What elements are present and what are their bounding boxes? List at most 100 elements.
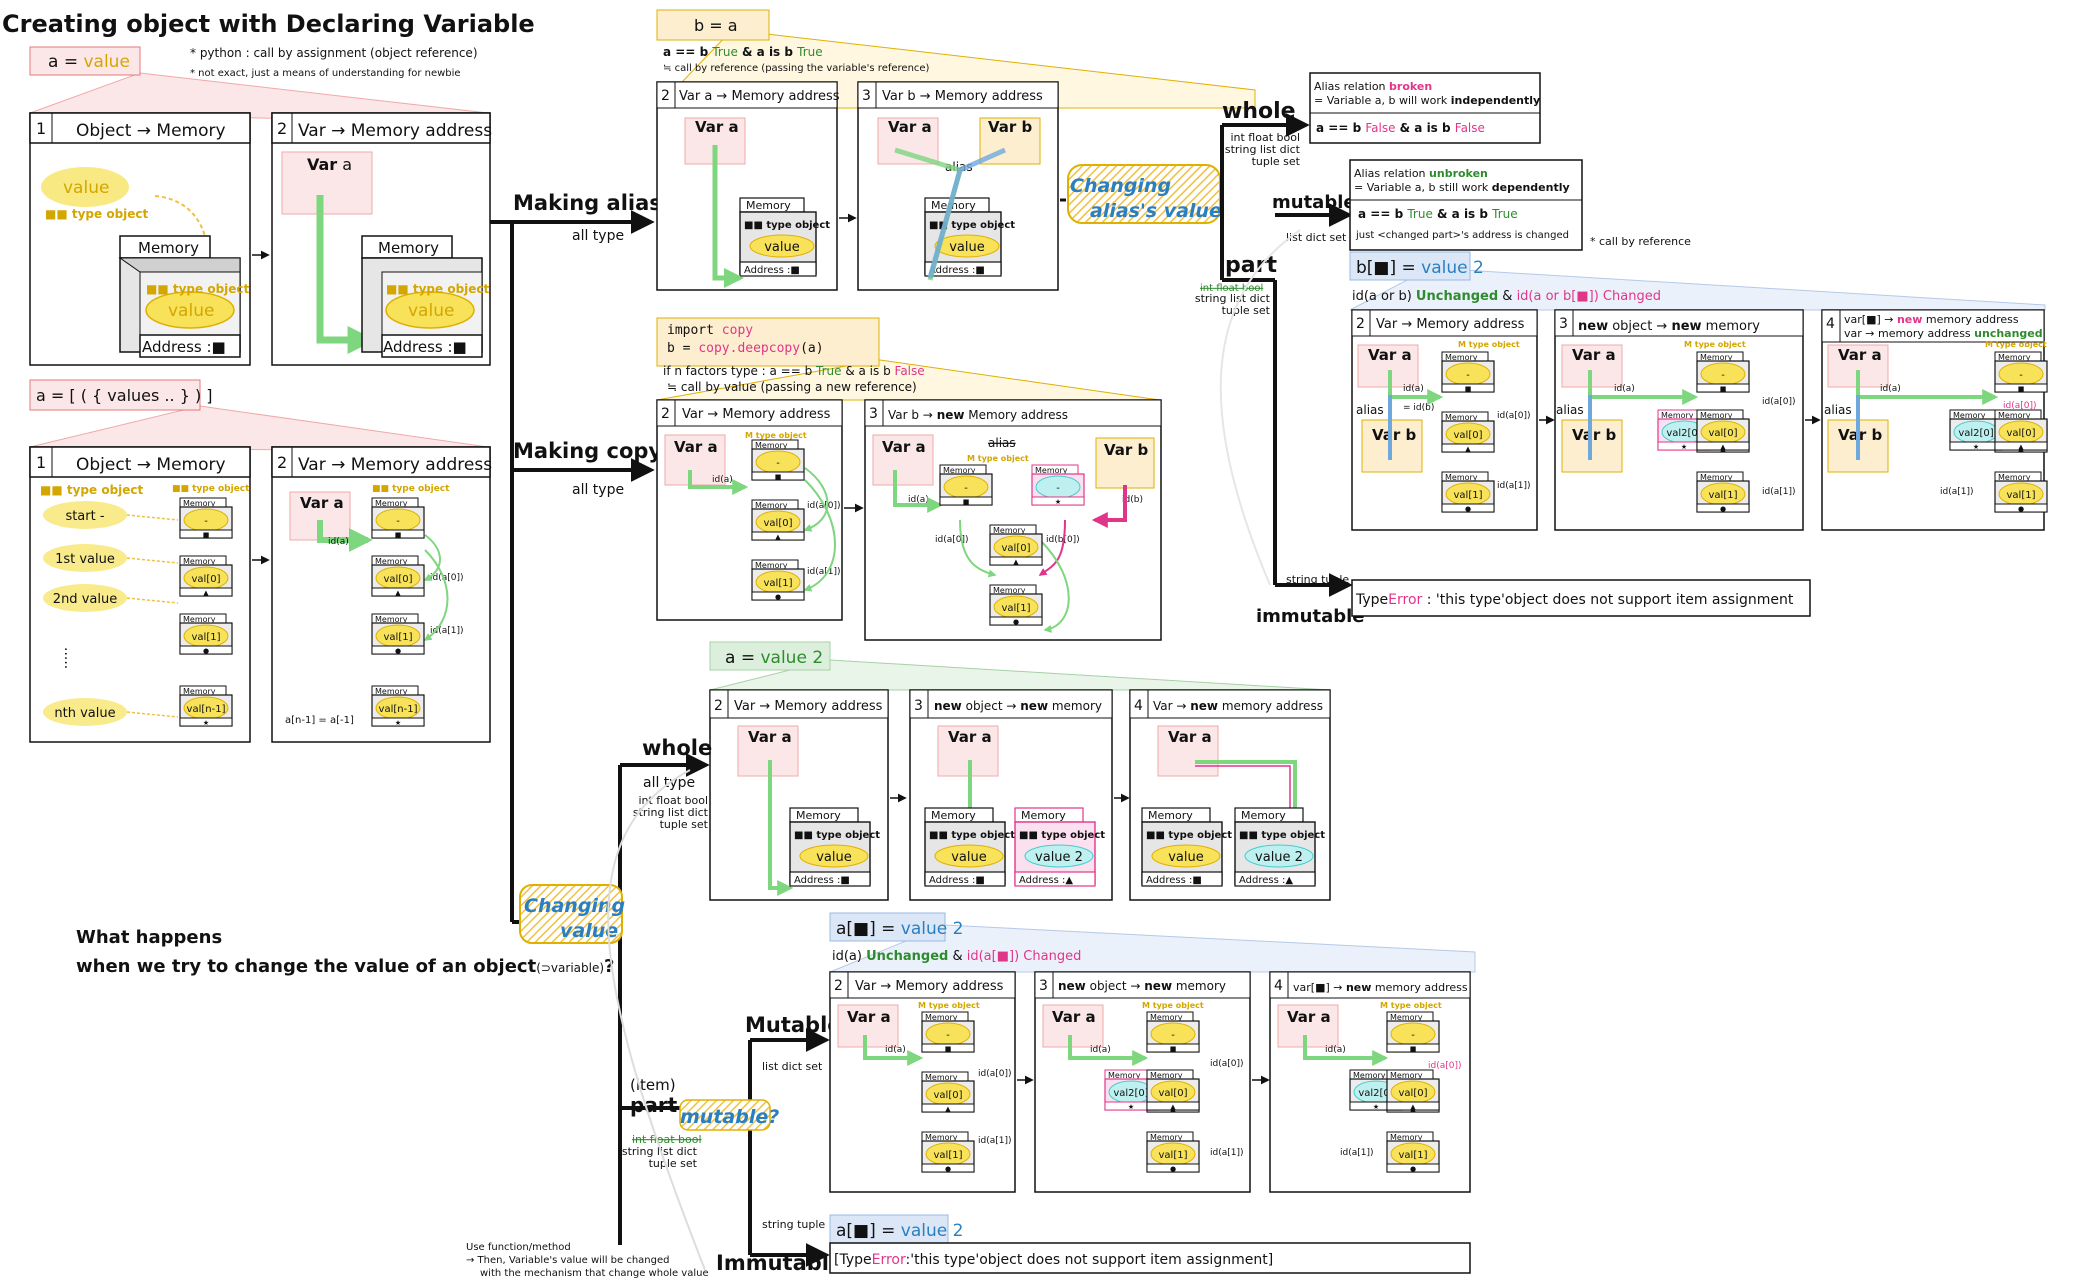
svg-text:▲: ▲	[775, 533, 781, 541]
note-then-changed: → Then, Variable's value will be changed	[466, 1255, 670, 1266]
value-bubble	[43, 544, 127, 572]
svg-text:Var b: Var b	[1372, 426, 1417, 444]
svg-text:id(b): id(b)	[1122, 495, 1143, 505]
svg-text:Var a: Var a	[307, 155, 352, 174]
svg-text:Alias relation broken: Alias relation broken	[1314, 80, 1432, 93]
svg-text:3: 3	[862, 88, 871, 104]
svg-text:2: 2	[277, 119, 287, 138]
svg-text:■■ type object: ■■ type object	[1146, 830, 1232, 841]
svg-text:value 2: value 2	[1255, 850, 1303, 865]
svg-text:★: ★	[395, 719, 401, 727]
svg-text:a = value 2: a = value 2	[725, 648, 823, 668]
svg-text:Var a → Memory address: Var a → Memory address	[679, 89, 840, 104]
svg-text:▲: ▲	[2018, 443, 2024, 451]
svg-text:a[■] = value 2: a[■] = value 2	[836, 1221, 963, 1241]
svg-text:●: ●	[775, 593, 781, 601]
svg-text:a = value: a = value	[48, 52, 130, 72]
svg-text:Var a: Var a	[888, 118, 932, 136]
a-item-section: a[■] = value 2 id(a) Unchanged & id(a[■]…	[829, 912, 1476, 1193]
value-bubble-text: value	[63, 178, 109, 198]
memory-value: -	[776, 458, 780, 469]
svg-text:3: 3	[869, 406, 878, 422]
a2-section: a = value 2 2 Var → Memory address Var a…	[709, 641, 1331, 901]
var-box	[281, 151, 373, 215]
svg-text:M type object: M type object	[967, 454, 1029, 463]
svg-text:id(a or b) Unchanged & id(a or: id(a or b) Unchanged & id(a or b[■]) Cha…	[1352, 289, 1661, 304]
svg-text:[TypeError:'this type'object d: [TypeError:'this type'object does not su…	[834, 1252, 1273, 1268]
svg-text:■: ■	[203, 531, 210, 539]
svg-text:Var a: Var a	[1572, 346, 1616, 364]
memory-value: -	[964, 483, 968, 494]
memory-value: val[1]	[764, 578, 793, 589]
memory-value: -	[396, 516, 400, 527]
section-a-list: a = [ ( { values .. } ) ] 1 Object → Mem…	[29, 379, 492, 743]
svg-text:▲: ▲	[945, 1105, 951, 1113]
value-bubble-text: 1st value	[55, 552, 115, 567]
svg-text:id(a): id(a)	[712, 475, 733, 485]
svg-text:▲: ▲	[1410, 1103, 1416, 1111]
memory-value: val[0]	[1159, 1088, 1188, 1099]
svg-text:id(a): id(a)	[328, 537, 349, 547]
svg-text:▲: ▲	[395, 589, 401, 597]
svg-text:new object → new memory: new object → new memory	[1578, 319, 1760, 334]
svg-text:Var b → Memory address: Var b → Memory address	[882, 89, 1043, 104]
svg-text:★: ★	[1128, 1103, 1134, 1111]
memory-value: val[1]	[192, 632, 221, 643]
memory-value: val[n-1]	[379, 704, 418, 715]
svg-text:Address :▲: Address :▲	[1239, 875, 1293, 886]
mutable-q-tag: mutable?	[679, 1099, 779, 1131]
svg-text:Memory: Memory	[183, 557, 216, 566]
svg-text:id(a): id(a)	[1325, 1045, 1346, 1055]
svg-text:Memory: Memory	[1150, 1133, 1183, 1142]
svg-text:alias's value: alias's value	[1090, 200, 1222, 222]
svg-text:M type object: M type object	[1985, 340, 2047, 349]
svg-text:id(a[0]): id(a[0])	[978, 1069, 1012, 1079]
svg-text:Address :▲: Address :▲	[1019, 875, 1073, 886]
svg-text:Memory: Memory	[378, 239, 439, 257]
svg-text:string tuple: string tuple	[762, 1218, 825, 1231]
svg-text:■■ type object: ■■ type object	[929, 220, 1015, 231]
svg-text:■■ type object: ■■ type object	[1019, 830, 1105, 841]
svg-text:2: 2	[661, 88, 670, 104]
svg-text:id(a): id(a)	[1880, 384, 1901, 394]
svg-text:★: ★	[1681, 443, 1687, 451]
svg-text:var → memory address unchanged: var → memory address unchanged	[1844, 327, 2043, 340]
svg-text:id(a[1]): id(a[1])	[1940, 487, 1974, 497]
svg-text:Memory: Memory	[925, 1133, 958, 1142]
svg-text:Memory: Memory	[1700, 473, 1733, 482]
section-a-value: a = value 1 Object → Memory value ■■ typ…	[29, 46, 492, 366]
svg-text:Var a: Var a	[882, 438, 926, 456]
svg-text:id(a[0]): id(a[0])	[1762, 397, 1796, 407]
svg-text:id(a) Unchanged & id(a[■]) Cha: id(a) Unchanged & id(a[■]) Changed	[832, 949, 1081, 964]
svg-text:Alias relation unbroken: Alias relation unbroken	[1354, 167, 1488, 180]
changing-alias-tag: Changing alias's value	[1067, 164, 1222, 224]
svg-text:Var → Memory address: Var → Memory address	[682, 407, 831, 422]
svg-text:■: ■	[775, 473, 782, 481]
svg-text:Memory: Memory	[1390, 1133, 1423, 1142]
svg-text:a[n-1] = a[-1]: a[n-1] = a[-1]	[285, 715, 354, 726]
svg-text:a == b True & a is b True: a == b True & a is b True	[1358, 207, 1518, 221]
svg-text:id(a[1]): id(a[1])	[1210, 1148, 1244, 1158]
memory-cell: Memory-■	[179, 497, 233, 539]
branch-making-alias: Making alias	[513, 191, 662, 215]
svg-text:Address :■: Address :■	[794, 875, 850, 886]
branch-making-copy-sub: all type	[572, 482, 624, 498]
note-python-call: * python : call by assignment (object re…	[190, 46, 478, 60]
svg-text:M type object: M type object	[918, 1001, 980, 1010]
memory-value: val[1]	[1159, 1150, 1188, 1161]
svg-text:Memory: Memory	[1661, 411, 1694, 420]
memory-cell: Memory-■	[1696, 351, 1750, 393]
svg-text:int float bool: int float bool	[1200, 283, 1263, 294]
svg-text:2: 2	[661, 406, 670, 422]
svg-text:Var → Memory address: Var → Memory address	[855, 979, 1004, 994]
svg-text:★: ★	[1055, 498, 1061, 506]
svg-text:≒ call by value (passing a new: ≒ call by value (passing a new reference…	[667, 380, 917, 394]
